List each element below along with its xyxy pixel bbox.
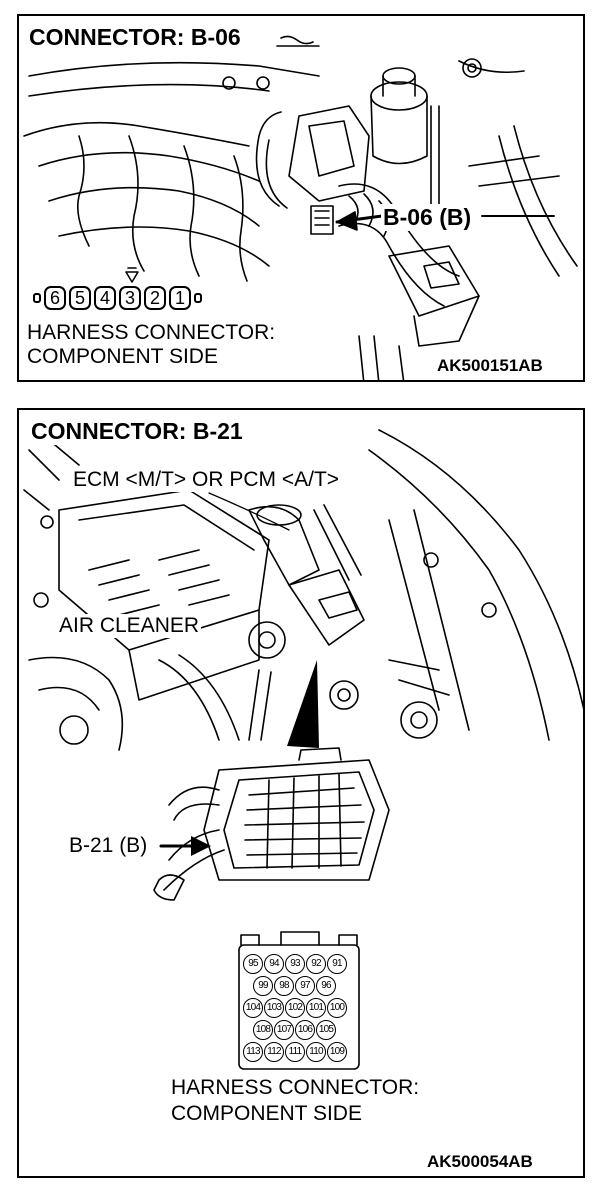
pin: 5 xyxy=(69,286,91,310)
pin: 103 xyxy=(264,998,284,1018)
b06-callout-label: B-06 (B) xyxy=(381,204,474,231)
connector-b06-panel: CONNECTOR: B-06 B-06 (B) 6 5 4 3 2 1 HAR… xyxy=(17,14,585,382)
pin: 93 xyxy=(285,954,305,974)
air-cleaner-label: AIR CLEANER xyxy=(57,614,202,638)
pin: 107 xyxy=(274,1020,294,1040)
b06-title: CONNECTOR: B-06 xyxy=(25,24,245,51)
pin: 4 xyxy=(94,286,116,310)
pin: 99 xyxy=(253,976,273,996)
connector-latch-left xyxy=(33,293,41,303)
pin: 109 xyxy=(327,1042,347,1062)
b21-caption-line2: COMPONENT SIDE xyxy=(169,1102,364,1126)
pin-row: 113 112 111 110 109 xyxy=(243,1042,347,1062)
b21-caption-line1: HARNESS CONNECTOR: xyxy=(169,1076,422,1100)
pin: 6 xyxy=(44,286,66,310)
pin: 3 xyxy=(119,286,141,310)
pin: 110 xyxy=(306,1042,326,1062)
pin: 101 xyxy=(306,998,326,1018)
ecm-pcm-label: ECM <M/T> OR PCM <A/T> xyxy=(71,468,342,492)
pin: 108 xyxy=(253,1020,273,1040)
pin: 112 xyxy=(264,1042,284,1062)
b21-title: CONNECTOR: B-21 xyxy=(27,418,247,445)
pin: 104 xyxy=(243,998,263,1018)
pin: 111 xyxy=(285,1042,305,1062)
connector-latch-right xyxy=(194,293,202,303)
pin: 1 xyxy=(169,286,191,310)
pin: 2 xyxy=(144,286,166,310)
pin: 98 xyxy=(274,976,294,996)
pin: 105 xyxy=(316,1020,336,1040)
pin: 91 xyxy=(327,954,347,974)
pin-row: 95 94 93 92 91 xyxy=(243,954,347,974)
pin-row: 99 98 97 96 xyxy=(253,976,336,996)
engine-bay-illustration xyxy=(23,429,583,1070)
b06-figure-code: AK500151AB xyxy=(435,356,545,376)
connector-b21-panel: CONNECTOR: B-21 ECM <M/T> OR PCM <A/T> A… xyxy=(17,408,585,1178)
pin-row: 104 103 102 101 100 xyxy=(243,998,347,1018)
pin: 102 xyxy=(285,998,305,1018)
b21-callout-label: B-21 (B) xyxy=(67,834,150,858)
b21-figure-code: AK500054AB xyxy=(425,1152,535,1172)
pin: 96 xyxy=(316,976,336,996)
pin: 100 xyxy=(327,998,347,1018)
pin: 97 xyxy=(295,976,315,996)
b06-pin-diagram: 6 5 4 3 2 1 xyxy=(33,286,202,310)
pin: 113 xyxy=(243,1042,263,1062)
pin: 92 xyxy=(306,954,326,974)
pin: 95 xyxy=(243,954,263,974)
pin: 106 xyxy=(295,1020,315,1040)
pin: 94 xyxy=(264,954,284,974)
b06-caption-line1: HARNESS CONNECTOR: xyxy=(25,321,278,345)
b06-caption-line2: COMPONENT SIDE xyxy=(25,345,220,369)
pin-row: 108 107 106 105 xyxy=(253,1020,336,1040)
